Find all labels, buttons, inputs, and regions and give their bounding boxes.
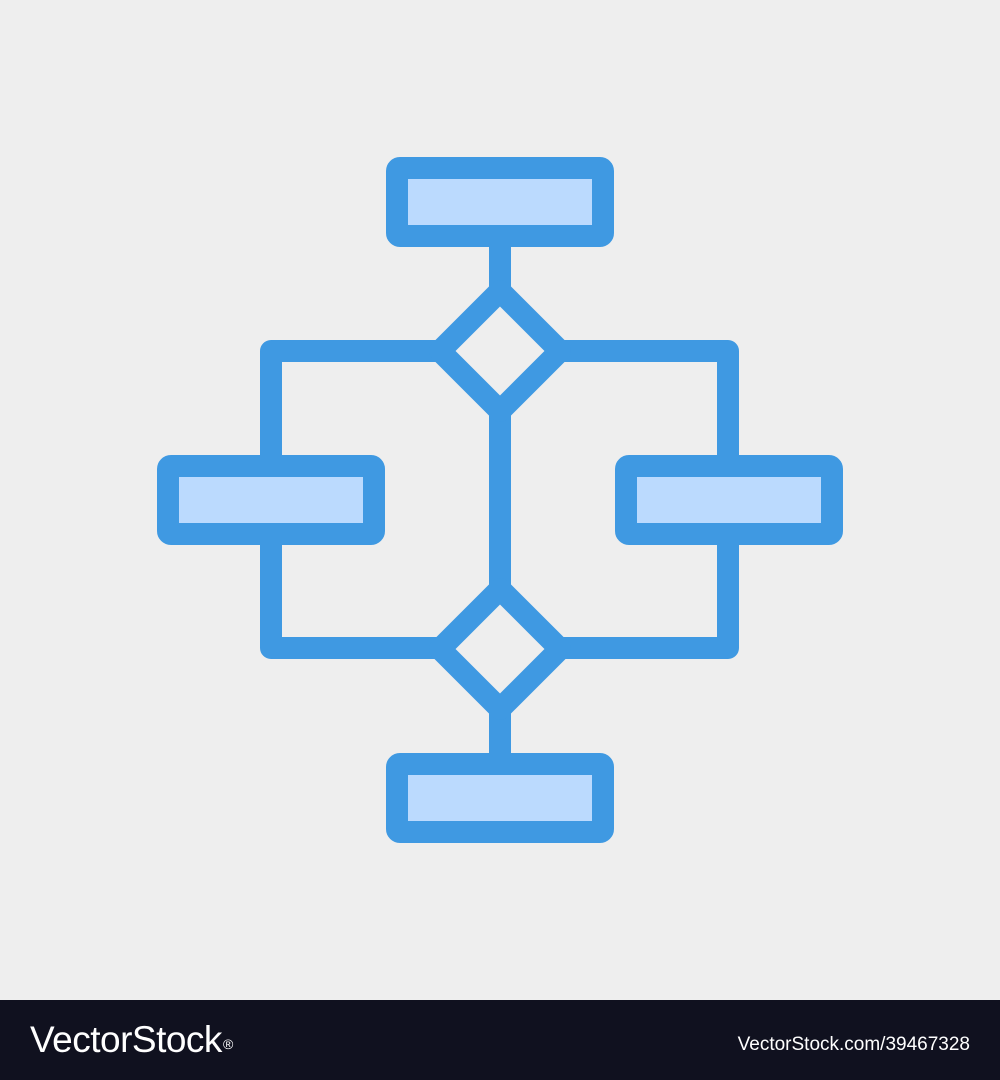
process-box-right: [615, 455, 843, 545]
connector-upper-diamond-left-branch: [260, 340, 451, 477]
process-box-left: [157, 455, 385, 545]
connector-left-box-to-lower-diamond: [260, 523, 451, 659]
process-box-bottom: [386, 753, 614, 843]
watermark-footer: VectorStock® VectorStock.com/39467328: [0, 1000, 1000, 1080]
brand-name: VectorStock: [30, 1019, 222, 1060]
connector-upper-diamond-right-branch: [549, 340, 739, 477]
image-id-label: VectorStock.com/39467328: [737, 1034, 970, 1055]
flowchart-illustration: [157, 157, 843, 843]
process-boxes: [157, 157, 843, 843]
flowchart-icon: [157, 157, 843, 843]
decision-diamond-upper: [429, 280, 571, 422]
registered-mark: ®: [222, 1036, 233, 1052]
decision-diamond-lower: [429, 578, 571, 720]
process-box-top: [386, 157, 614, 247]
decision-diamonds: [429, 280, 571, 720]
vectorstock-logo: VectorStock®: [30, 1018, 233, 1062]
connector-right-box-to-lower-diamond: [549, 523, 739, 659]
